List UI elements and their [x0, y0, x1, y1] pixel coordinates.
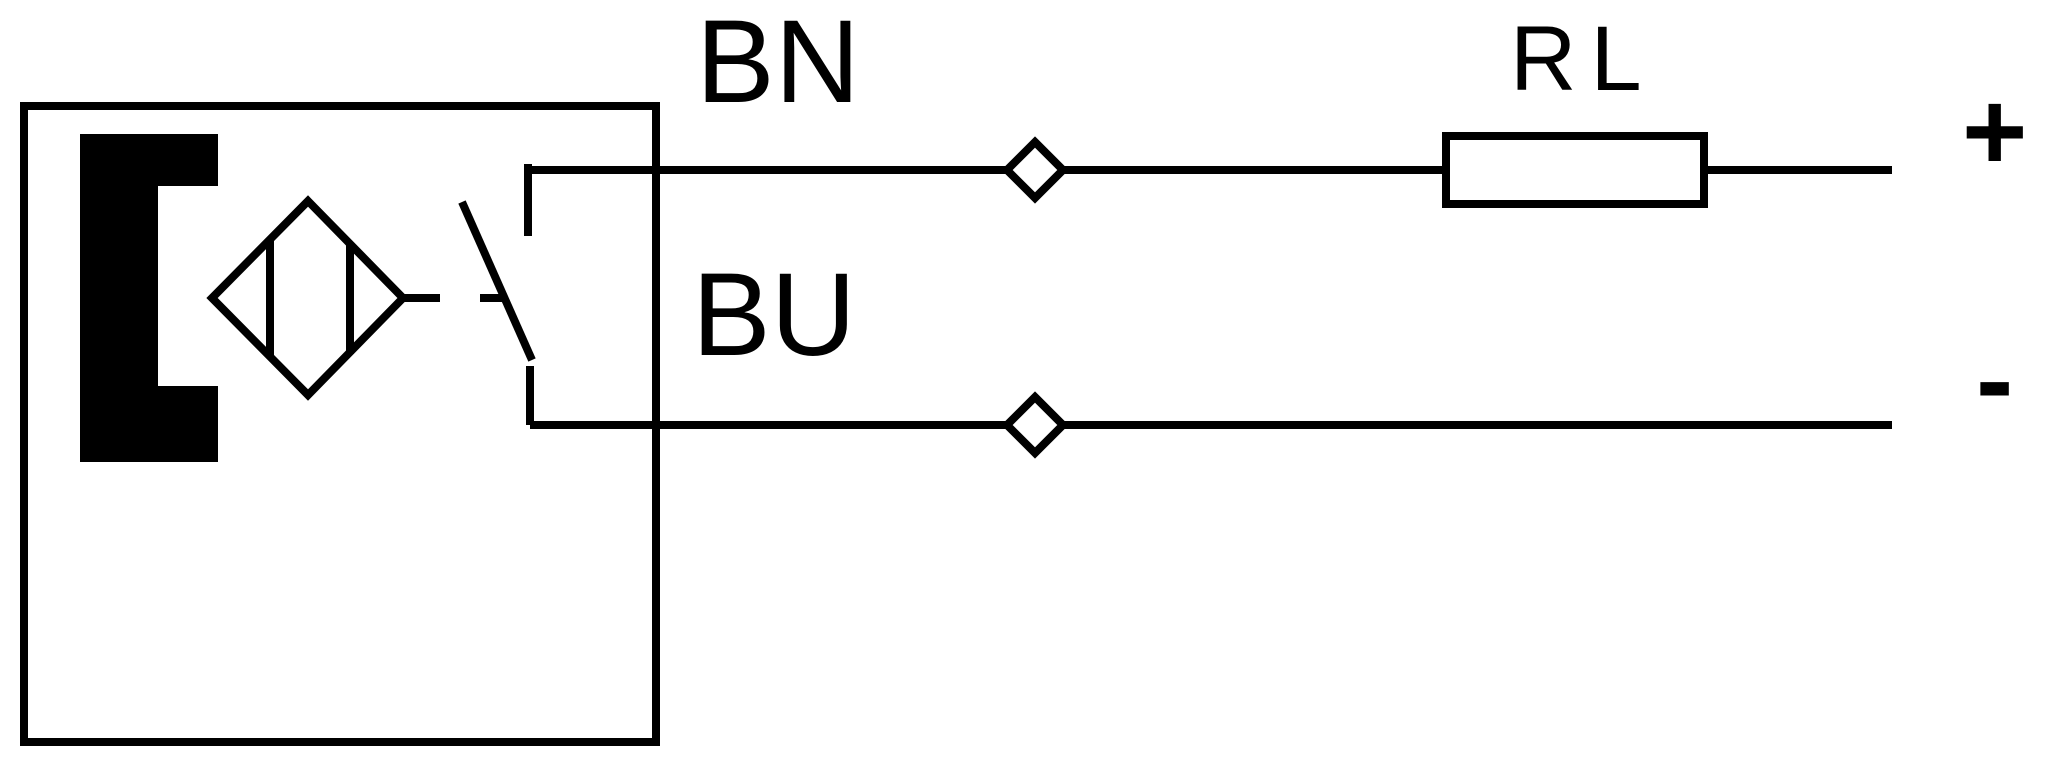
brown-wire-label: BN	[696, 0, 860, 128]
switch-contact-icon	[403, 164, 536, 425]
positive-terminal-label: +	[1962, 69, 2027, 194]
load-label: RL	[1510, 8, 1656, 110]
sensor-face-icon	[80, 134, 220, 462]
blue-wire-label: BU	[692, 249, 856, 381]
negative-terminal-label: -	[1976, 317, 2013, 442]
load-resistor-icon	[1442, 132, 1708, 208]
terminal-icon	[1001, 136, 1069, 204]
terminal-icon	[1001, 391, 1069, 459]
inductive-coil-icon	[206, 195, 409, 401]
